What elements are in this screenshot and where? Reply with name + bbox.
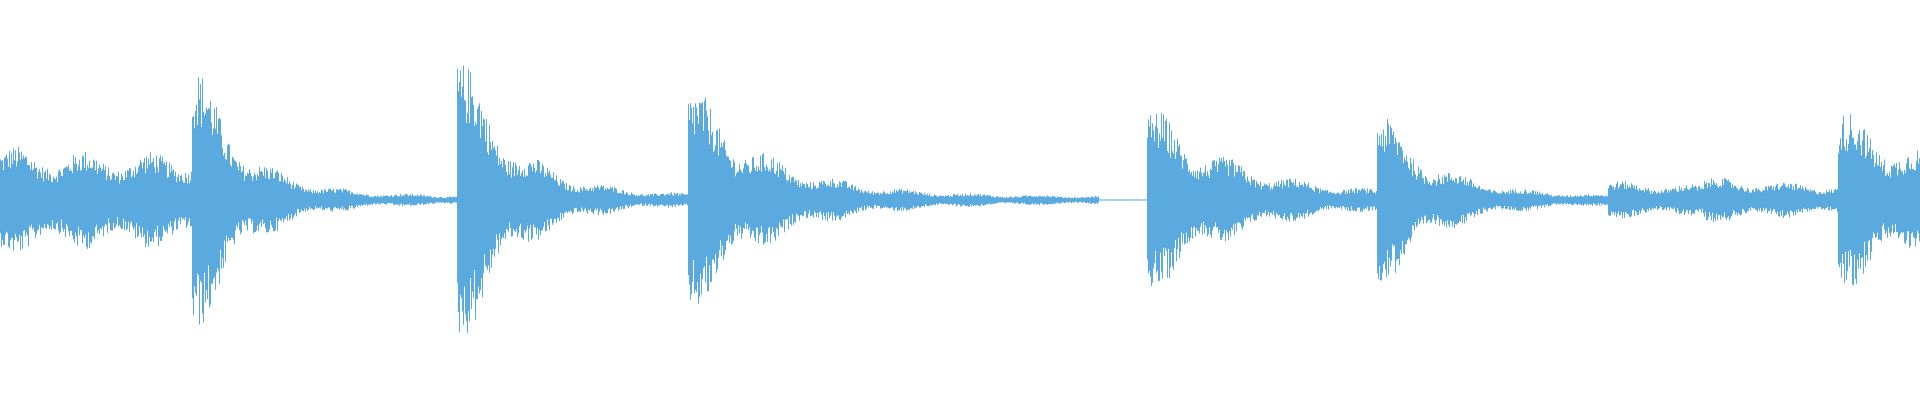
waveform-path: [0, 65, 1920, 333]
